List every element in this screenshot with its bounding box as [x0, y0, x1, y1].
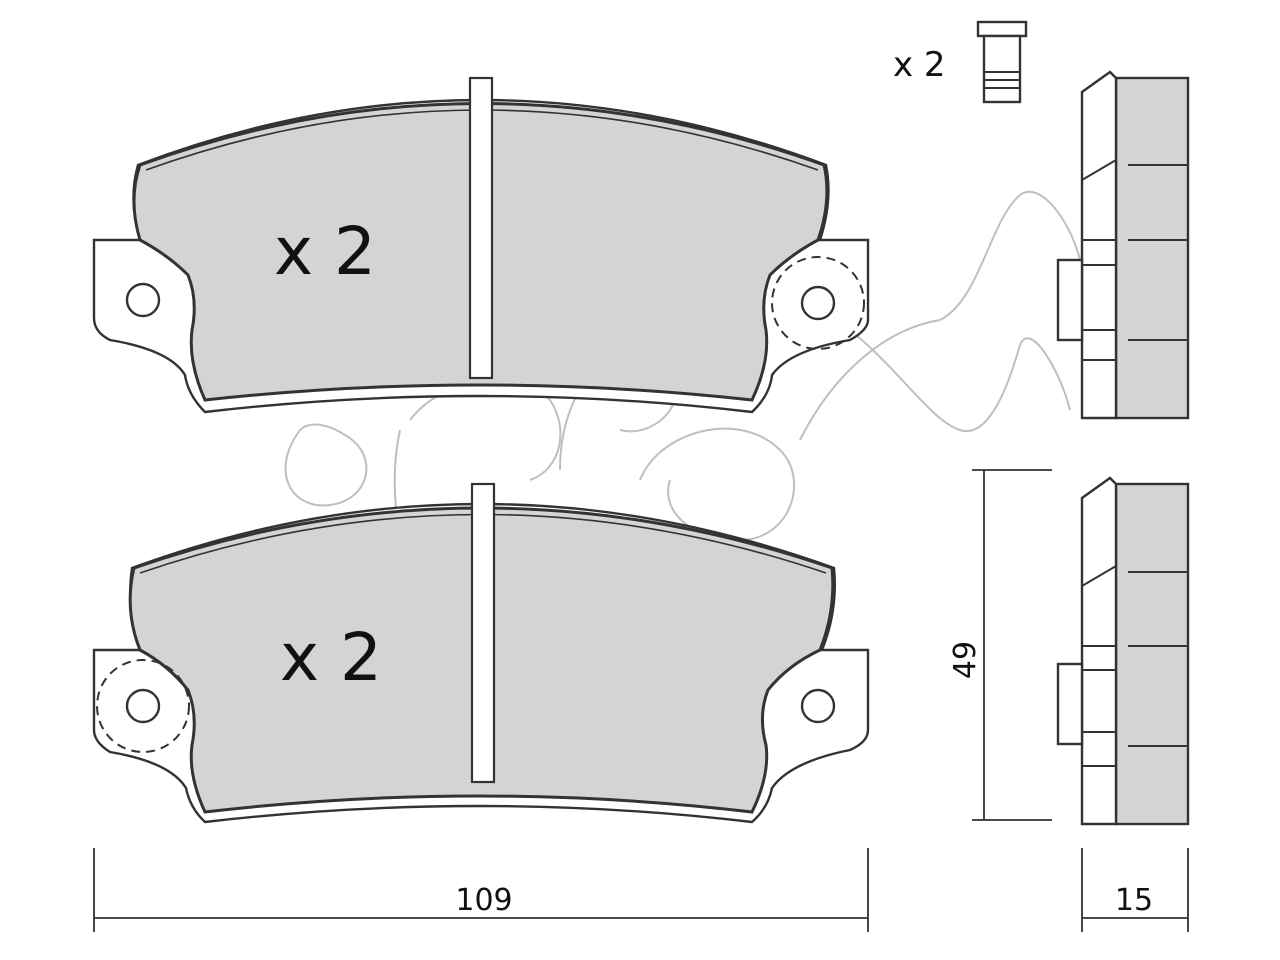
- top-pad-quantity-label: x 2: [274, 213, 376, 290]
- thickness-dimension: 15: [1081, 848, 1189, 932]
- guide-pin-icon: x 2: [893, 20, 1028, 104]
- bottom-pad-left-hole-dashed-ring: [96, 659, 190, 753]
- bottom-pad-groove: [470, 482, 496, 784]
- top-pad-groove: [468, 76, 494, 380]
- top-pad-side-view: [1056, 70, 1190, 420]
- bottom-pad-right-hole: [800, 688, 836, 724]
- top-pad-right-hole-dashed-ring: [771, 256, 865, 350]
- top-pad-left-hole: [125, 282, 161, 318]
- bottom-pad-quantity-label: x 2: [280, 619, 382, 696]
- width-dimension: 109: [93, 848, 869, 932]
- width-dimension-value: 109: [455, 883, 512, 918]
- top-side-backing-plate: [1080, 70, 1118, 420]
- height-dimension: 49: [948, 469, 1052, 821]
- top-side-lining: [1114, 76, 1190, 420]
- pin-quantity-label: x 2: [893, 45, 946, 85]
- top-brake-pad: x 2: [92, 76, 870, 414]
- thickness-dimension-value: 15: [1115, 883, 1153, 918]
- top-pad-right-hole: [800, 285, 836, 321]
- bottom-brake-pad: x 2: [92, 482, 870, 824]
- bottom-pad-left-hole: [125, 688, 161, 724]
- bottom-pad-side-view: [1056, 476, 1190, 826]
- bottom-side-lining: [1114, 482, 1190, 826]
- height-dimension-value: 49: [948, 641, 983, 679]
- bottom-side-backing-plate: [1080, 476, 1118, 826]
